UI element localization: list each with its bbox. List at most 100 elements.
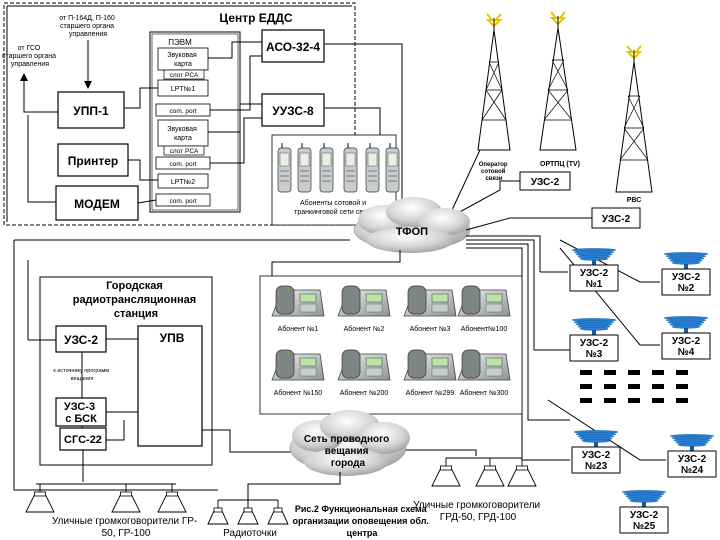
- aso-box: [261, 29, 325, 63]
- modem-link: [27, 115, 58, 203]
- tfop-label: ТФОП: [396, 226, 428, 238]
- upv-box: [137, 325, 203, 447]
- bus-siren-24: [547, 399, 666, 461]
- siren-icon: [619, 490, 669, 534]
- mobile-caption: Абоненты сотовой и транкинговой сети свя…: [294, 199, 374, 216]
- printer-box: [57, 143, 129, 177]
- subscriber-label: Абонент №299: [406, 389, 455, 397]
- street-speaker-icon: [111, 486, 141, 513]
- desk-phone-icon: [403, 285, 457, 317]
- street-speaker-icon: [475, 460, 505, 487]
- mobile-phone-icon: [385, 143, 400, 193]
- edds-note-top: от П-164Д, П-160 старшего органа управле…: [59, 15, 117, 38]
- wired-label: Сеть проводного вещания города: [304, 434, 392, 469]
- bus-siren-4: [559, 247, 660, 346]
- mobile-phone-icon: [343, 143, 358, 193]
- siren-icon: [661, 316, 711, 360]
- pci-slot-2-label: слот PCA: [170, 148, 199, 155]
- desk-phones: Абонент №1 Абонент №2 Абонент №3 Абонент№10…: [271, 285, 511, 397]
- mobile-phones: [277, 143, 400, 193]
- grs-uzs2-label: УЗС-2: [64, 333, 98, 347]
- subscriber-label: Абонент №3: [410, 325, 451, 333]
- link-wired-speakers: [406, 449, 477, 456]
- subscriber-label: Абонент№100: [461, 325, 508, 333]
- uuzs-label: УУЗС-8: [272, 104, 314, 118]
- radiopoint-icon: [237, 502, 259, 525]
- mobile-phone-icon: [297, 143, 312, 193]
- street-speaker-icon: [25, 486, 55, 513]
- link-com2-uuzs: [210, 117, 262, 164]
- link-wired-radiopoints: [247, 472, 341, 500]
- link-printer-lpt2: [128, 159, 158, 181]
- tower-rvs-label: РВС: [627, 197, 642, 204]
- siren-icon: [569, 318, 619, 362]
- subscriber-label: Абонент №2: [344, 325, 385, 333]
- siren-icon: [661, 252, 711, 296]
- desk-phone-icon: [337, 349, 391, 381]
- upp-box: [57, 91, 125, 129]
- radiopoint-icon: [267, 502, 289, 525]
- tower-cellular-label: Оператор сотовой связи: [479, 162, 510, 182]
- radiopoints-label: Радиоточки: [223, 528, 277, 539]
- street-speaker-icon: [157, 486, 187, 513]
- grs-uzs2-box: [55, 325, 107, 353]
- sound-card-2: [157, 119, 209, 147]
- tfop-cloud: [353, 197, 471, 253]
- subscriber-label: Абонент №300: [460, 389, 509, 397]
- pc-title: ПЭВМ: [168, 38, 192, 47]
- com3-label: com. port: [169, 198, 196, 205]
- arrow-from-upp: [20, 73, 60, 113]
- edds-title: Центр ЕДДС: [219, 11, 292, 25]
- com1-label: com. port: [169, 108, 196, 115]
- desk-phone-icon: [403, 349, 457, 381]
- lpt2-label: LPT№2: [171, 179, 195, 186]
- siren-icon: [571, 430, 621, 474]
- speakers-right-label: Уличные громкоговорители ГРД-50, ГРД-100: [413, 500, 543, 523]
- link-com1-aso: [210, 55, 262, 111]
- pci-slot-1-label: слот PCA: [170, 72, 199, 79]
- bus-siren-23: [466, 243, 570, 421]
- modem-label: МОДЕМ: [74, 197, 120, 211]
- subscriber-label: Абонент №1: [278, 325, 319, 333]
- bus-siren-1: [466, 235, 541, 272]
- link-tfop-uzs-right: [465, 217, 592, 231]
- desk-phone-icon: [271, 285, 325, 317]
- sgs-label: СГС-22: [64, 434, 102, 446]
- grs-title: Городская радиотрансляционная станция: [73, 280, 200, 320]
- aso-label: АСО-32-4: [266, 40, 320, 54]
- com2-label: com. port: [169, 161, 196, 168]
- bus-siren-3: [466, 239, 535, 350]
- siren-icon: [569, 248, 619, 292]
- radiopoint-icon: [207, 502, 229, 525]
- desk-phone-icon: [337, 285, 391, 317]
- tower-ortpc: [539, 11, 577, 151]
- siren-icon: [667, 434, 717, 478]
- lpt1-label: LPT№1: [171, 86, 195, 93]
- edds-frame: [3, 2, 356, 226]
- uuzs-box: [261, 93, 325, 127]
- desk-phone-icon: [457, 349, 511, 381]
- tower-cellular: [477, 13, 511, 151]
- link-sgs-upv: [106, 420, 125, 441]
- figure-caption: Рис.2 Функциональная схема организации о…: [293, 504, 432, 538]
- link-tfop-tower-uzs: [455, 180, 520, 215]
- uzs-tower-label: УЗС-2: [531, 177, 560, 188]
- speakers-right: [431, 457, 537, 487]
- uzs-right-label: УЗС-2: [602, 214, 631, 225]
- subscriber-label: Абонент №200: [340, 389, 389, 397]
- mobile-phone-icon: [319, 143, 334, 193]
- ellipsis-dashes: [580, 370, 688, 403]
- desk-phone-icon: [457, 285, 511, 317]
- pci-slot-2: [163, 145, 205, 156]
- speakers-left: [25, 478, 187, 513]
- tower-ortpc-label: ОРТПЦ (TV): [540, 161, 580, 168]
